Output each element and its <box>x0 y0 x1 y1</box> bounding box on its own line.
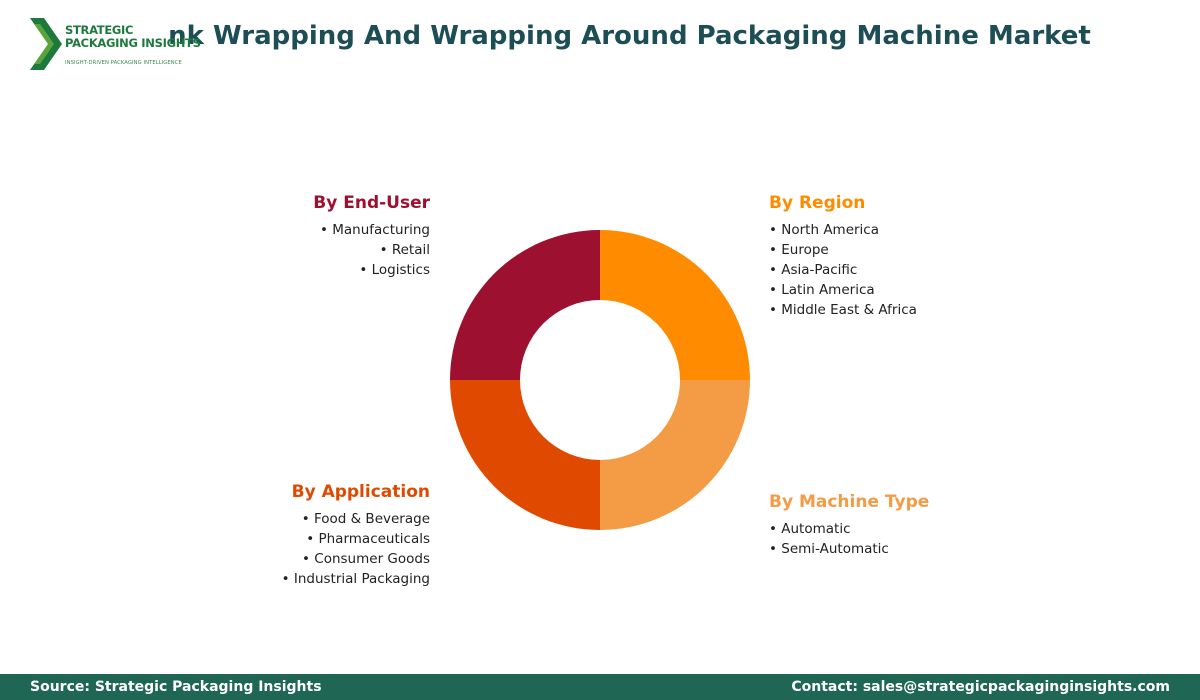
segment-title-end-user: By End-User <box>313 193 430 213</box>
segment-list-region: North America Europe Asia-Pacific Latin … <box>769 220 917 320</box>
segment-list-end-user: Manufacturing Retail Logistics <box>320 220 430 280</box>
company-logo: STRATEGIC PACKAGING INSIGHTS INSIGHT-DRI… <box>30 18 201 74</box>
list-item: Retail <box>320 240 430 260</box>
footer-bar: Source: Strategic Packaging Insights Con… <box>0 674 1200 700</box>
donut-slice-by-machine-type <box>600 380 750 530</box>
list-item: Middle East & Africa <box>769 300 917 320</box>
list-item: Logistics <box>320 260 430 280</box>
list-item: Latin America <box>769 280 917 300</box>
segment-list-machine-type: Automatic Semi-Automatic <box>769 519 889 559</box>
footer-source: Source: Strategic Packaging Insights <box>30 679 322 695</box>
list-item: Asia-Pacific <box>769 260 917 280</box>
list-item: North America <box>769 220 917 240</box>
donut-slice-by-application <box>450 380 600 530</box>
segment-title-region: By Region <box>769 193 866 213</box>
list-item: Food & Beverage <box>282 509 430 529</box>
segment-list-application: Food & Beverage Pharmaceuticals Consumer… <box>282 509 430 589</box>
logo-line-1: STRATEGIC <box>65 23 134 37</box>
page-title: Shrink Wrapping And Wrapping Around Pack… <box>109 21 1091 51</box>
list-item: Consumer Goods <box>282 549 430 569</box>
segment-title-application: By Application <box>291 482 430 502</box>
donut-slice-by-region <box>600 230 750 380</box>
list-item: Pharmaceuticals <box>282 529 430 549</box>
footer-contact[interactable]: Contact: sales@strategicpackaginginsight… <box>791 679 1170 695</box>
list-item: Europe <box>769 240 917 260</box>
logo-tagline: INSIGHT-DRIVEN PACKAGING INTELLIGENCE <box>65 60 182 66</box>
logo-line-2: PACKAGING INSIGHTS <box>65 36 201 50</box>
list-item: Automatic <box>769 519 889 539</box>
segment-title-machine-type: By Machine Type <box>769 492 930 512</box>
donut-slice-by-end-user <box>450 230 600 380</box>
list-item: Manufacturing <box>320 220 430 240</box>
list-item: Semi-Automatic <box>769 539 889 559</box>
logo-chevron-icon <box>30 18 62 70</box>
list-item: Industrial Packaging <box>282 569 430 589</box>
